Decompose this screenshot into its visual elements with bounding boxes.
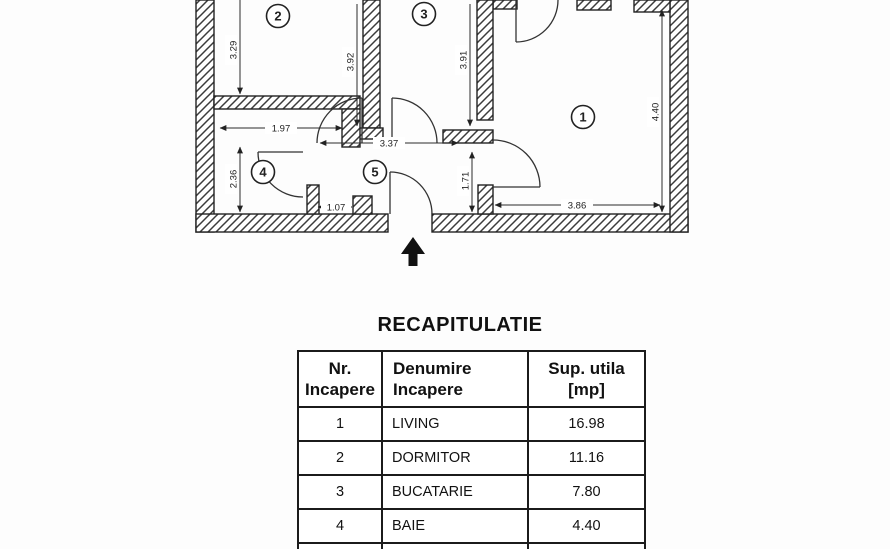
floor-plan-drawing: 3.29 3.92 3.91 4.40 1.97 2.36 3.37 1.71 bbox=[195, 0, 689, 266]
dim-wall23-height: 3.92 bbox=[346, 53, 357, 72]
cell-name: BUCATARIE bbox=[381, 474, 529, 510]
wall-under-room3 bbox=[442, 129, 494, 144]
wall-top-stub-b bbox=[633, 0, 671, 13]
entrance-arrow-icon bbox=[401, 237, 425, 266]
door-room1-top bbox=[515, 0, 559, 43]
dim-hall-width: 3.37 bbox=[380, 139, 399, 150]
cell-nr: 4 bbox=[297, 508, 383, 544]
dim-room2-height: 3.29 bbox=[229, 41, 240, 60]
room-number-4: 4 bbox=[259, 165, 267, 180]
cell-area: 7.80 bbox=[527, 474, 646, 510]
wall-top-stub-a bbox=[576, 0, 612, 11]
walls bbox=[195, 0, 689, 233]
room-label-5: 5 bbox=[362, 159, 388, 185]
dim-room4-height: 2.36 bbox=[229, 170, 240, 189]
table-row: 2 DORMITOR 11.16 bbox=[297, 440, 646, 476]
door-entrance bbox=[389, 171, 433, 215]
wall-left bbox=[195, 0, 215, 233]
wall-rooms-2-3 bbox=[362, 0, 381, 129]
door-room3 bbox=[391, 97, 438, 144]
dim-room4-width: 1.97 bbox=[272, 124, 291, 135]
table-row: 3 BUCATARIE 7.80 bbox=[297, 474, 646, 510]
doors bbox=[257, 0, 559, 215]
cell-nr: 2 bbox=[297, 440, 383, 476]
dim-room1-height: 4.40 bbox=[651, 103, 662, 122]
wall-bottom-right bbox=[431, 213, 689, 233]
dim-room1-width: 3.86 bbox=[568, 201, 587, 212]
wall-entry-jamb bbox=[352, 195, 373, 215]
cell-name: LIVING bbox=[381, 406, 529, 442]
table-row-cutoff bbox=[297, 542, 646, 549]
recap-header-area: Sup. utila [mp] bbox=[527, 350, 646, 408]
recap-header-nr: Nr. Incapere bbox=[297, 350, 383, 408]
door-room4 bbox=[257, 151, 304, 198]
room-number-2: 2 bbox=[274, 9, 281, 24]
cell-nr: 1 bbox=[297, 406, 383, 442]
dim-hall-right-height: 1.71 bbox=[461, 172, 472, 191]
wall-hall-room1-lower bbox=[477, 184, 494, 215]
wall-bottom-left bbox=[195, 213, 389, 233]
room-labels: 1 2 3 4 5 bbox=[250, 1, 596, 185]
scanned-page: { "floor_plan": { "rooms": { "r1": "1", … bbox=[195, 0, 689, 549]
room-label-3: 3 bbox=[411, 1, 437, 27]
cell-name: BAIE bbox=[381, 508, 529, 544]
cell-area: 11.16 bbox=[527, 440, 646, 476]
recap-header-name: Denumire Incapere bbox=[381, 350, 529, 408]
dim-room3-height: 3.91 bbox=[459, 51, 470, 70]
table-row: 4 BAIE 4.40 bbox=[297, 508, 646, 544]
recap-title: RECAPITULATIE bbox=[377, 314, 543, 336]
door-room2 bbox=[316, 97, 363, 144]
room-label-2: 2 bbox=[265, 3, 291, 29]
room-number-3: 3 bbox=[420, 7, 427, 22]
room-label-4: 4 bbox=[250, 159, 276, 185]
dim-entry-width: 1.07 bbox=[327, 203, 346, 214]
cell-name: DORMITOR bbox=[381, 440, 529, 476]
room-number-5: 5 bbox=[371, 165, 378, 180]
wall-right bbox=[669, 0, 689, 233]
room-label-1: 1 bbox=[570, 104, 596, 130]
dimension-labels: 3.29 3.92 3.91 4.40 1.97 2.36 3.37 1.71 bbox=[225, 35, 662, 214]
door-room1-hall bbox=[492, 139, 541, 188]
wall-top-stub-c bbox=[492, 0, 518, 10]
table-row: 1 LIVING 16.98 bbox=[297, 406, 646, 442]
room-number-1: 1 bbox=[579, 110, 586, 125]
wall-rooms-4-5-lower bbox=[306, 184, 320, 215]
wall-rooms-3-1 bbox=[476, 0, 494, 121]
recap-table: Nr. Incapere Denumire Incapere Sup. util… bbox=[297, 350, 646, 549]
wall-under-room2 bbox=[213, 95, 361, 110]
cell-area: 16.98 bbox=[527, 406, 646, 442]
cell-area: 4.40 bbox=[527, 508, 646, 544]
cell-nr: 3 bbox=[297, 474, 383, 510]
recap-header-row: Nr. Incapere Denumire Incapere Sup. util… bbox=[297, 350, 646, 408]
